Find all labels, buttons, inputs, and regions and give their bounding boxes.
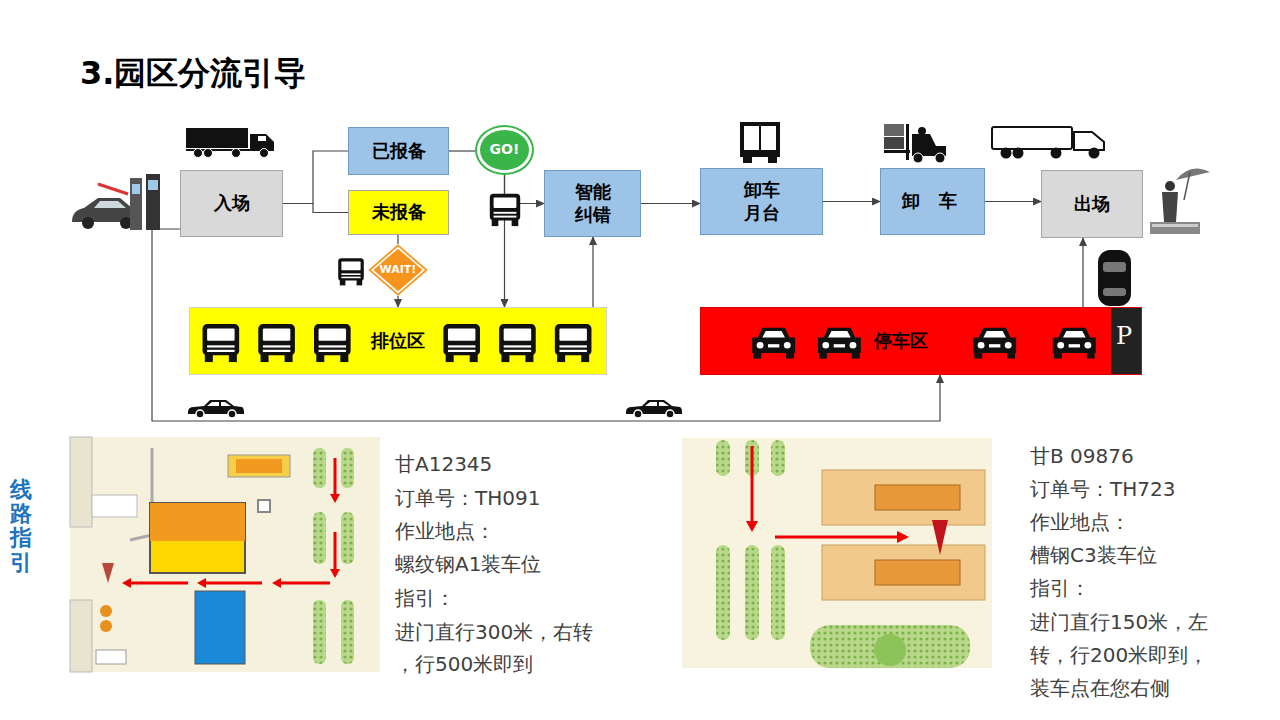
route-note: ，行500米即到 (395, 651, 533, 678)
flow-connector (397, 235, 398, 244)
truck-icon (490, 194, 520, 226)
flow-connector (985, 201, 1041, 202)
car-icon (188, 400, 244, 418)
route-note: 订单号：TH091 (395, 485, 540, 512)
truck-icon (186, 128, 274, 158)
route-note: 甘A12345 (395, 451, 492, 478)
node-text: 排位区 (371, 330, 425, 353)
flow-connector (641, 203, 700, 204)
route-note: 装车点在您右侧 (1030, 675, 1170, 702)
flow-connector (823, 201, 880, 202)
route-note: 指引： (1030, 575, 1090, 602)
diamond-shape (369, 245, 428, 296)
flow-connector (1082, 238, 1083, 307)
route-note: 甘B 09876 (1030, 443, 1134, 470)
flow-connector (283, 204, 348, 213)
route-note: 槽钢C3装车位 (1030, 542, 1157, 569)
node-text: 卸 车 (902, 190, 962, 213)
route-note: 螺纹钢A1装车位 (395, 551, 541, 578)
process-box: 卸 车 (880, 168, 985, 235)
node-text: 出场 (1074, 193, 1110, 216)
car-gate-icon (72, 174, 160, 230)
status-box: 未报备 (348, 190, 449, 235)
node-text: 入场 (214, 192, 250, 215)
parking-sign: P (1116, 322, 1132, 350)
process-box: 入场 (180, 170, 283, 237)
truck-icon (992, 127, 1104, 158)
process-box: 出场 (1041, 170, 1143, 238)
flow-connector (592, 237, 593, 307)
wait-diamond: WAIT! (368, 244, 428, 296)
truck-icon (338, 258, 364, 285)
node-text: 未报备 (372, 201, 426, 224)
route-note: 转，行200米即到， (1030, 642, 1208, 669)
trailer-icon (740, 124, 780, 163)
node-text: 停车区 (874, 330, 928, 353)
flow-connector (449, 150, 475, 151)
route-note: 作业地点： (395, 518, 495, 545)
node-text: GO! (490, 141, 520, 159)
status-box: 已报备 (348, 127, 449, 175)
route-note: 进门直行150米，左 (1030, 609, 1208, 636)
parking-band: 停车区 (700, 307, 1142, 375)
node-text: 智能 纠错 (573, 181, 613, 226)
route-note: 指引： (395, 585, 455, 612)
go-signal: GO! (477, 127, 532, 173)
node-text: 已报备 (372, 140, 426, 163)
page-title: 3.园区分流引导 (80, 52, 306, 96)
node-text: 卸车 月台 (742, 179, 782, 224)
side-heading: 线路指引 (10, 478, 32, 575)
guard-icon (1150, 168, 1210, 234)
diamond-ring (372, 248, 424, 293)
node-text: WAIT! (380, 263, 417, 277)
route-note: 订单号：TH723 (1030, 476, 1175, 503)
flow-connector (283, 151, 348, 204)
car-icon (1098, 250, 1131, 306)
route-note: 作业地点： (1030, 509, 1130, 536)
queue-band: 排位区 (189, 307, 607, 375)
route-note: 进门直行300米，右转 (395, 619, 593, 646)
flow-connector (397, 296, 398, 307)
car-icon (626, 400, 682, 418)
forklift-icon (884, 124, 946, 163)
process-box: 卸车 月台 (700, 168, 823, 235)
process-box: 智能 纠错 (544, 170, 641, 237)
